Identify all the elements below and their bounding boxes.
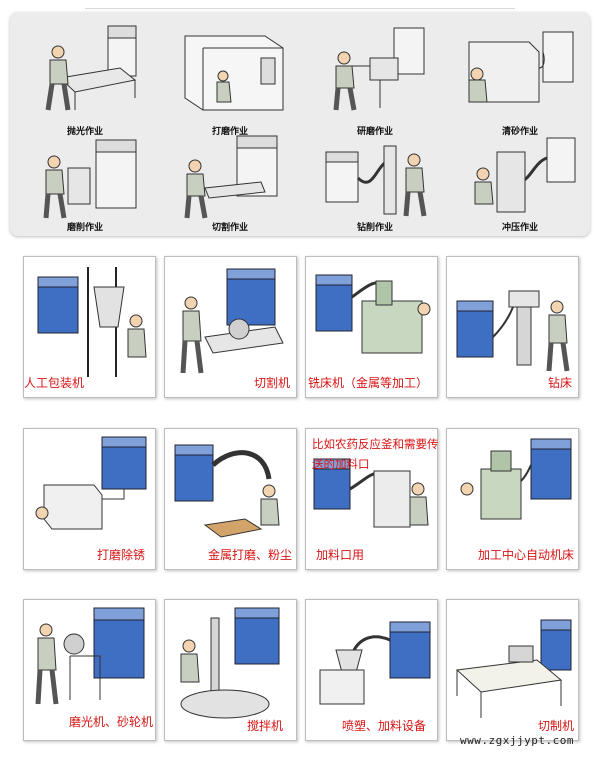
card-label: 钻床	[547, 374, 572, 391]
card-label: 切割机	[253, 374, 290, 391]
card-manual-packing-machine: 人工包装机	[23, 256, 156, 398]
top-label: 抛光作业	[66, 127, 103, 137]
card-label: 加料口用	[316, 546, 365, 563]
top-label: 清砂作业	[501, 127, 538, 137]
card-label: 搅拌机	[247, 717, 284, 734]
powder-spray-feeding-icon	[319, 621, 431, 705]
sand-cleaning-icon	[455, 18, 585, 118]
top-divider	[85, 8, 515, 9]
card-label: 打磨除锈	[96, 546, 145, 563]
card-feeding-port: 加料口用	[305, 428, 438, 570]
feeding-port-icon	[313, 458, 429, 528]
top-label: 打磨作业	[211, 127, 248, 137]
card-label: 金属打磨、粉尘	[207, 546, 292, 563]
metal-grinding-dust-icon	[174, 444, 280, 538]
top-operations-panel: 抛光作业 打磨作业 研磨作业 清砂作业	[10, 12, 590, 236]
feeding-port-note: 比如农药反应釜和需要传送的加料口	[312, 437, 439, 471]
grinding-rust-removal-icon	[35, 436, 147, 530]
card-grinding-rust-removal: 打磨除锈	[23, 428, 156, 570]
mixer-machine-icon	[180, 607, 280, 719]
top-label: 冲压作业	[501, 223, 538, 233]
card-milling-machine: 铣床机（金属等加工）	[305, 256, 438, 398]
cutting-table-icon	[455, 619, 572, 718]
card-powder-spray-feeding: 喷塑、加料设备	[305, 599, 438, 741]
card-label: 磨光机、砂轮机	[68, 713, 153, 730]
card-drill-press: 钻床	[446, 256, 579, 398]
card-label: 铣床机（金属等加工）	[308, 374, 429, 391]
card-cutting-table: 切制机	[446, 599, 579, 741]
card-label: 人工包装机	[24, 374, 85, 391]
lapping-worker-icon	[310, 18, 440, 118]
card-machining-center: 加工中心自动机床	[446, 428, 579, 570]
top-label: 钻削作业	[356, 223, 393, 233]
stamping-worker-icon	[455, 122, 585, 222]
card-mixer-machine: 搅拌机	[164, 599, 297, 741]
card-metal-grinding-dust: 金属打磨、粉尘	[164, 428, 297, 570]
top-label: 研磨作业	[356, 127, 393, 137]
drill-press-icon	[456, 290, 570, 372]
top-label: 切割作业	[211, 223, 248, 233]
manual-packing-machine-icon	[37, 267, 147, 377]
grinding-booth-icon	[165, 18, 295, 118]
cutting-worker-icon	[165, 122, 295, 222]
card-label: 加工中心自动机床	[477, 546, 574, 563]
card-cutting-machine: 切割机	[164, 256, 297, 398]
polishing-worker-icon	[20, 18, 150, 118]
card-label: 喷塑、加料设备	[342, 717, 427, 734]
abrasive-grinding-icon	[20, 122, 150, 222]
machining-center-icon	[460, 438, 572, 520]
cutting-machine-icon	[180, 268, 284, 374]
grinding-wheel-machine-icon	[35, 607, 145, 705]
card-grinding-wheel-machine: 磨光机、砂轮机	[23, 599, 156, 741]
card-label: 切制机	[537, 717, 574, 734]
drilling-worker-icon	[310, 122, 440, 222]
milling-machine-icon	[315, 274, 431, 354]
top-label: 磨削作业	[66, 223, 103, 233]
watermark: www.zgxjjypt.com	[460, 734, 574, 747]
